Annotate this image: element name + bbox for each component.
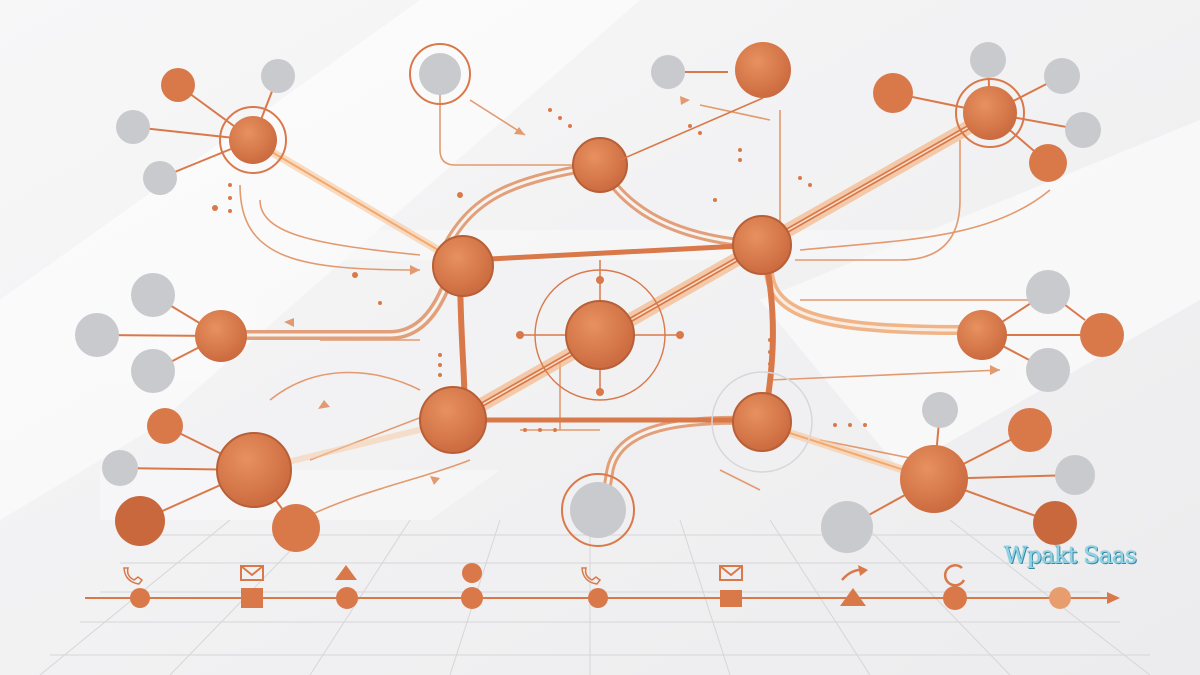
connector-lines — [239, 95, 1051, 521]
cluster-right — [957, 270, 1124, 392]
central-hub — [516, 260, 684, 401]
primary-nodes — [419, 137, 813, 473]
cluster-left — [75, 273, 247, 393]
circle-icon — [462, 563, 482, 583]
cluster-bottom-center — [561, 473, 635, 547]
refresh-icon — [943, 564, 966, 587]
timeline-icons — [123, 563, 966, 587]
cluster-bottom-left — [102, 408, 320, 552]
cluster-top-center — [409, 42, 791, 161]
mail-icon — [719, 565, 743, 581]
mail-icon — [240, 565, 264, 581]
triangle-icon — [335, 565, 357, 580]
phone-icon — [581, 567, 602, 585]
cluster-bottom-right — [821, 392, 1095, 553]
cluster-top-right — [873, 42, 1101, 182]
timeline-markers — [130, 586, 1071, 610]
arrow-heads — [284, 96, 1000, 485]
dot-trails — [212, 108, 867, 432]
timeline — [85, 563, 1120, 610]
cluster-top-left — [116, 59, 295, 195]
phone-icon — [123, 567, 144, 585]
